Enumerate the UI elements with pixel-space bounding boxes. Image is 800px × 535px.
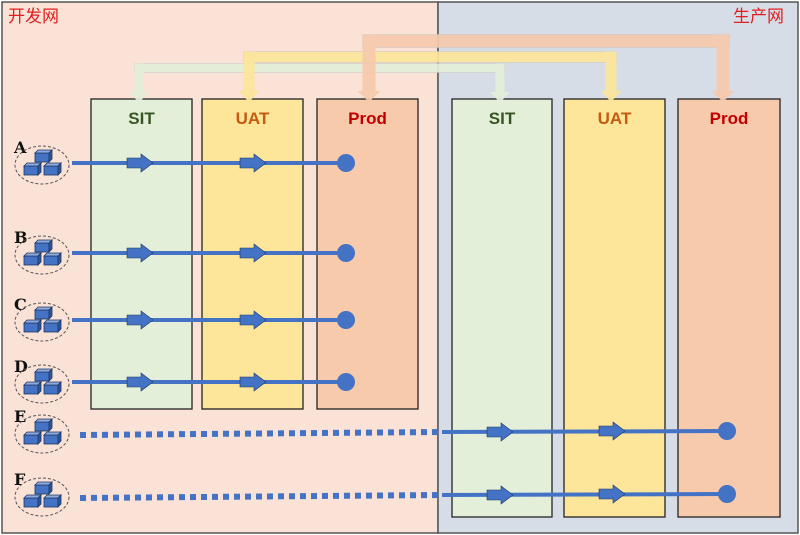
- endpoint-dot: [337, 311, 355, 329]
- column-label-prod-uat: UAT: [598, 109, 632, 128]
- app-row-d: D: [14, 357, 355, 404]
- column-prod-sit: [451, 98, 553, 518]
- flow-arrow-sit: [486, 422, 514, 442]
- column-label-prod-prod: Prod: [710, 109, 749, 128]
- endpoint-dot: [337, 244, 355, 262]
- flow-arrow-sit: [486, 485, 514, 505]
- endpoint-dot: [718, 485, 736, 503]
- flow-arrow-uat: [239, 310, 267, 330]
- dev-zone-label: 开发网: [8, 7, 59, 27]
- prod-zone-label: 生产网: [733, 7, 784, 27]
- app-label: A: [13, 138, 27, 157]
- flow-line: [441, 429, 728, 434]
- dotted-flow-line: [79, 492, 441, 501]
- server-group: [14, 364, 70, 404]
- server-group: [14, 235, 70, 275]
- column-label-dev-prod: Prod: [348, 109, 387, 128]
- deployment-brackets: [129, 34, 735, 103]
- server-group: [14, 477, 70, 517]
- column-prod-prod: [677, 98, 781, 518]
- column-label-dev-sit: SIT: [128, 109, 155, 128]
- server-group: [14, 414, 70, 454]
- flow-arrow-uat: [239, 243, 267, 263]
- flow-arrow-uat: [239, 153, 267, 173]
- server-group: [14, 145, 70, 185]
- flow-line: [441, 492, 728, 497]
- app-label: F: [14, 470, 26, 489]
- app-label: D: [14, 357, 28, 376]
- flow-arrow-sit: [126, 310, 154, 330]
- flow-arrow-sit: [126, 372, 154, 392]
- bracket-uat: [238, 51, 622, 102]
- column-label-prod-sit: SIT: [489, 109, 516, 128]
- application-rows: A B C D E F: [13, 138, 736, 517]
- endpoint-dot: [337, 154, 355, 172]
- endpoint-dot: [337, 373, 355, 391]
- dotted-flow-line: [79, 429, 441, 438]
- app-label: B: [14, 228, 28, 247]
- flow-arrow-uat: [598, 484, 626, 504]
- bracket-prod: [357, 34, 735, 102]
- app-label: E: [14, 407, 26, 426]
- flow-arrow-sit: [126, 153, 154, 173]
- app-row-c: C: [14, 295, 355, 342]
- flow-arrow-uat: [239, 372, 267, 392]
- bracket-sit: [129, 63, 510, 103]
- app-label: C: [14, 295, 27, 314]
- app-row-e: E: [14, 407, 736, 454]
- app-row-a: A: [13, 138, 355, 185]
- flow-arrow-uat: [598, 421, 626, 441]
- app-row-f: F: [14, 470, 736, 517]
- flow-arrow-sit: [126, 243, 154, 263]
- server-group: [14, 302, 70, 342]
- column-label-dev-uat: UAT: [236, 109, 270, 128]
- column-prod-uat: [563, 98, 666, 518]
- endpoint-dot: [718, 422, 736, 440]
- app-row-b: B: [14, 228, 355, 275]
